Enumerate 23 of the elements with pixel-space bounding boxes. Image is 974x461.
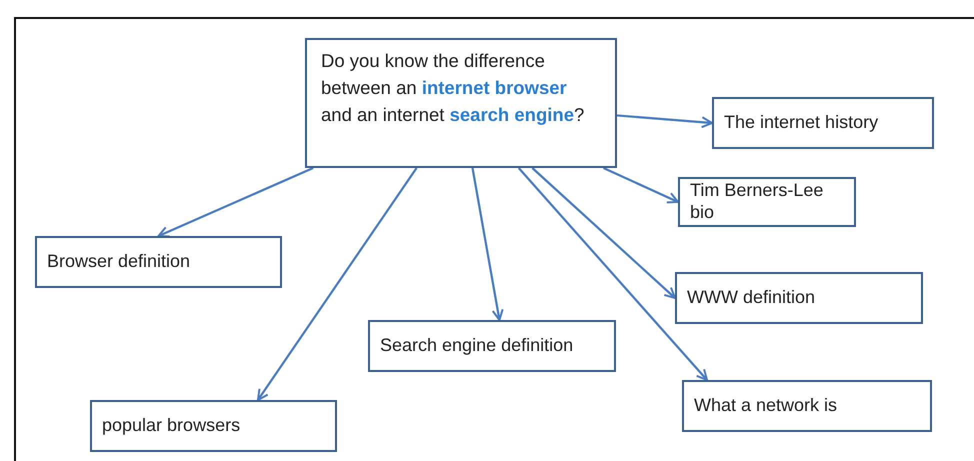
topic-label: WWW definition	[687, 287, 816, 309]
question-box	[305, 38, 617, 168]
topic-box	[682, 380, 932, 432]
topic-box	[90, 400, 337, 452]
arrow	[518, 167, 708, 381]
topic-label: Tim Berners-Lee bio	[690, 180, 824, 224]
topic-box	[678, 177, 856, 227]
topic-box	[35, 236, 282, 288]
topic-box	[368, 320, 616, 372]
arrow	[471, 168, 504, 321]
arrow	[256, 167, 418, 401]
topic-label: What a network is	[694, 395, 838, 417]
topic-label: Search engine definition	[380, 335, 574, 357]
arrow	[603, 167, 679, 204]
topic-box	[675, 272, 923, 324]
topic-label: The internet history	[724, 112, 878, 134]
topic-label: popular browsers	[102, 415, 240, 437]
question-text: Do you know the difference between an internet browser and an internet search engine?	[321, 49, 586, 127]
topic-box	[712, 97, 934, 149]
topic-label: Browser definition	[47, 251, 190, 273]
arrow	[158, 167, 314, 238]
arrow	[532, 167, 676, 299]
arrow	[616, 114, 713, 128]
